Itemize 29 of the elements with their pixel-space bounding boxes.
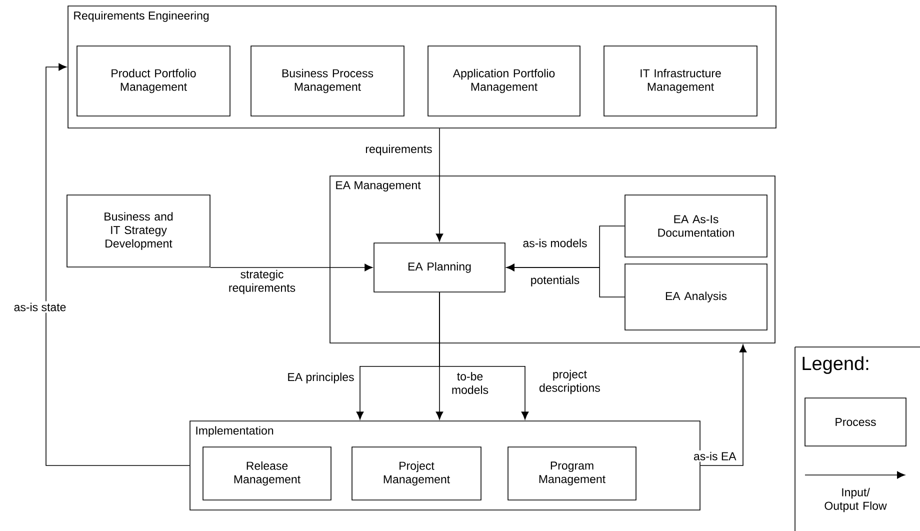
- process-box: Release Management: [202, 446, 332, 500]
- process-box: IT Infrastructure Management: [604, 46, 758, 116]
- process-box: Program Management: [508, 446, 636, 500]
- legend-text: Input/ Output Flow: [824, 488, 887, 512]
- process-box: Application Portfolio Management: [428, 46, 580, 116]
- process-box: EA As-Is Documentation: [624, 194, 768, 258]
- edge-label: project descriptions: [528, 368, 612, 396]
- edge-label: potentials: [528, 274, 582, 288]
- edge-label: strategic requirements: [220, 268, 304, 296]
- process-box: Product Portfolio Management: [76, 46, 230, 116]
- edge-label: requirements: [364, 143, 434, 157]
- edge-label: as-is EA: [692, 450, 738, 462]
- legend-title: Legend:: [802, 356, 868, 374]
- legend-text: Process: [836, 418, 876, 426]
- arrow: [439, 292, 529, 420]
- process-box: Business Process Management: [250, 46, 404, 116]
- arrow: [436, 128, 444, 242]
- edge-label: to-be models: [444, 370, 496, 396]
- edge-label: as-is state: [12, 301, 68, 313]
- process-box: EA Analysis: [624, 264, 768, 330]
- arrow: [700, 344, 747, 466]
- process-box: Business and IT Strategy Development: [66, 194, 210, 268]
- edge-label: EA principles: [286, 371, 356, 385]
- arrow: [506, 264, 625, 298]
- process-box: EA Planning: [374, 242, 506, 292]
- arrow: [210, 264, 373, 272]
- arrow: [46, 63, 190, 466]
- edge-label: as-is models: [521, 237, 589, 249]
- process-box: Project Management: [352, 446, 482, 500]
